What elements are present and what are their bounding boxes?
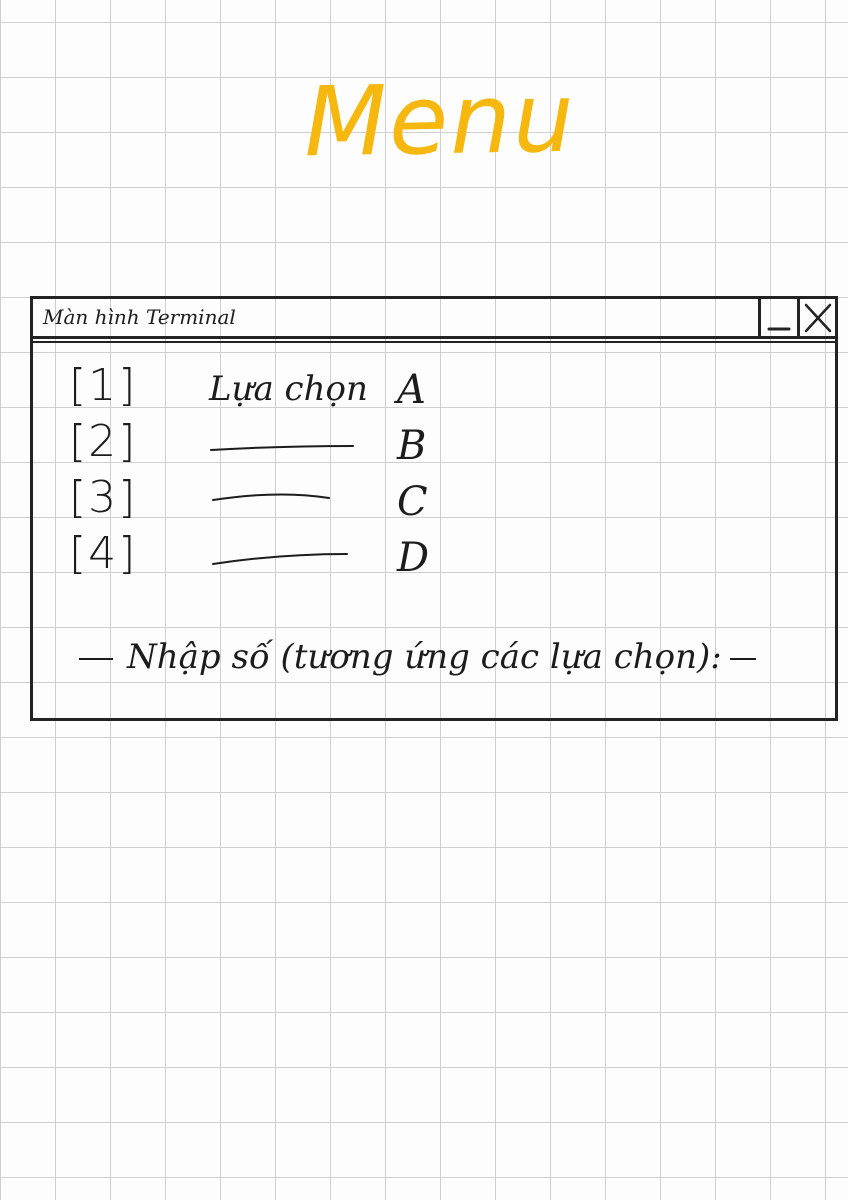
terminal-content: [1] Lựa chọn A [2] B [3] C [4] D (33, 344, 835, 718)
option-letter: A (397, 367, 426, 413)
option-letter: D (397, 535, 430, 581)
window-title: Màn hình Terminal (43, 305, 236, 329)
title-bar: Màn hình Terminal (33, 299, 835, 343)
close-button[interactable] (797, 299, 835, 336)
option-number: [4] (69, 528, 138, 579)
ditto-line (212, 553, 348, 565)
menu-option-3[interactable]: [3] C (69, 476, 489, 532)
menu-option-2[interactable]: [2] B (69, 420, 489, 476)
prompt-text: Nhập số (tương ứng các lựa chọn): (127, 637, 722, 677)
option-letter: B (397, 423, 427, 469)
menu-option-4[interactable]: [4] D (69, 532, 489, 588)
ditto-line (210, 445, 354, 451)
option-number: [3] (69, 472, 138, 523)
close-icon (804, 303, 832, 333)
option-number: [2] (69, 416, 138, 467)
menu-option-1[interactable]: [1] Lựa chọn A (69, 364, 489, 420)
option-letter: C (397, 479, 428, 525)
input-cursor (729, 658, 756, 660)
option-label: Lựa chọn (209, 369, 368, 409)
minimize-icon (767, 327, 791, 331)
minimize-button[interactable] (758, 299, 796, 336)
terminal-window: Màn hình Terminal [1] Lựa chọn A [2] B (30, 296, 838, 721)
ditto-line (212, 493, 330, 501)
page-title: Menu (303, 61, 577, 179)
input-prompt[interactable]: Nhập số (tương ứng các lựa chọn): (79, 640, 756, 674)
option-number: [1] (69, 360, 138, 411)
prompt-dash (79, 658, 113, 660)
